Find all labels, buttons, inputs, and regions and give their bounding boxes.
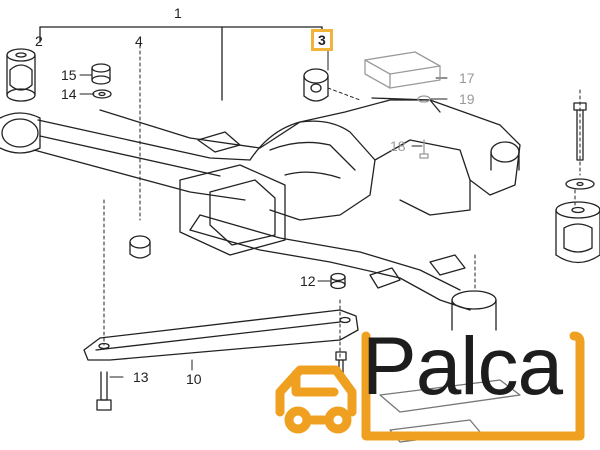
callout-10: 10: [186, 371, 202, 387]
washer-19: [417, 95, 431, 103]
right-lower-bushing: [555, 201, 600, 264]
callout-12: 12: [300, 273, 316, 289]
palca-logo-text: Palca: [362, 321, 563, 412]
callout-1: 1: [174, 5, 182, 21]
bolt-13: [96, 371, 112, 411]
callout-19: 19: [459, 91, 475, 107]
leader-lines: [79, 44, 581, 378]
callout-3-highlighted: 3: [311, 29, 333, 51]
washer-14: [92, 89, 112, 99]
callout-2: 2: [35, 33, 43, 49]
small-bushing-15: [91, 63, 111, 85]
palca-car-logo: [275, 331, 585, 441]
bolt-18: [419, 139, 429, 159]
nut-12: [330, 272, 346, 290]
group-bracket-1: [39, 26, 323, 101]
callout-17: 17: [459, 70, 475, 86]
strut-10: [83, 309, 359, 361]
subframe-body: [0, 97, 521, 311]
left-upper-bushing: [6, 48, 36, 102]
bushing-part-3: [303, 68, 329, 102]
pad-17: [364, 51, 441, 89]
lower-cylinder: [451, 290, 497, 331]
callout-13: 13: [133, 369, 149, 385]
right-bolt: [565, 102, 595, 190]
callout-14: 14: [61, 86, 77, 102]
callout-18: 18: [390, 138, 406, 154]
callout-15: 15: [61, 67, 77, 83]
callout-4: 4: [135, 33, 143, 49]
